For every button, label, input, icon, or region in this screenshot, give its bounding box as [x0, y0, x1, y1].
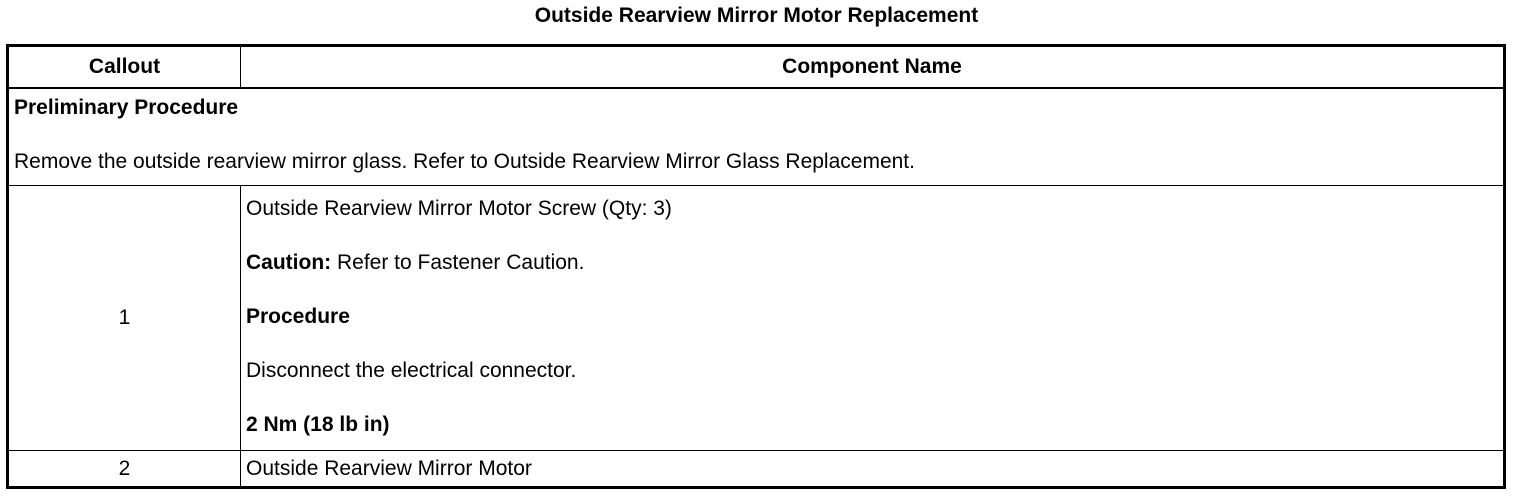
component-name: Outside Rearview Mirror Motor Screw (Qty… [246, 197, 672, 220]
preliminary-text: Remove the outside rearview mirror glass… [14, 150, 915, 173]
caution-text: Refer to Fastener Caution. [331, 251, 585, 274]
torque-spec: 2 Nm (18 lb in) [246, 413, 390, 436]
table-row: 2 Outside Rearview Mirror Motor [7, 450, 1505, 488]
header-component-name: Component Name [240, 45, 1505, 89]
table-row: 1 Outside Rearview Mirror Motor Screw (Q… [7, 185, 1505, 451]
component-name: Outside Rearview Mirror Motor [240, 450, 1505, 488]
component-detail-cell: Outside Rearview Mirror Motor Screw (Qty… [240, 185, 1505, 451]
preliminary-title: Preliminary Procedure [14, 96, 239, 119]
procedure-table: Callout Component Name Preliminary Proce… [6, 44, 1506, 489]
document-title: Outside Rearview Mirror Motor Replacemen… [534, 4, 979, 27]
table-header-row: Callout Component Name [7, 45, 1505, 89]
procedure-title: Procedure [246, 305, 350, 328]
preliminary-row: Preliminary Procedure Remove the outside… [7, 87, 1505, 186]
caution-label: Caution: [246, 251, 332, 274]
callout-number: 2 [7, 450, 241, 488]
preliminary-cell: Preliminary Procedure Remove the outside… [7, 87, 1505, 186]
header-callout: Callout [7, 45, 241, 89]
procedure-step: Disconnect the electrical connector. [246, 359, 577, 382]
callout-number: 1 [7, 185, 241, 451]
caution-note: Caution: Refer to Fastener Caution. [246, 250, 1503, 276]
